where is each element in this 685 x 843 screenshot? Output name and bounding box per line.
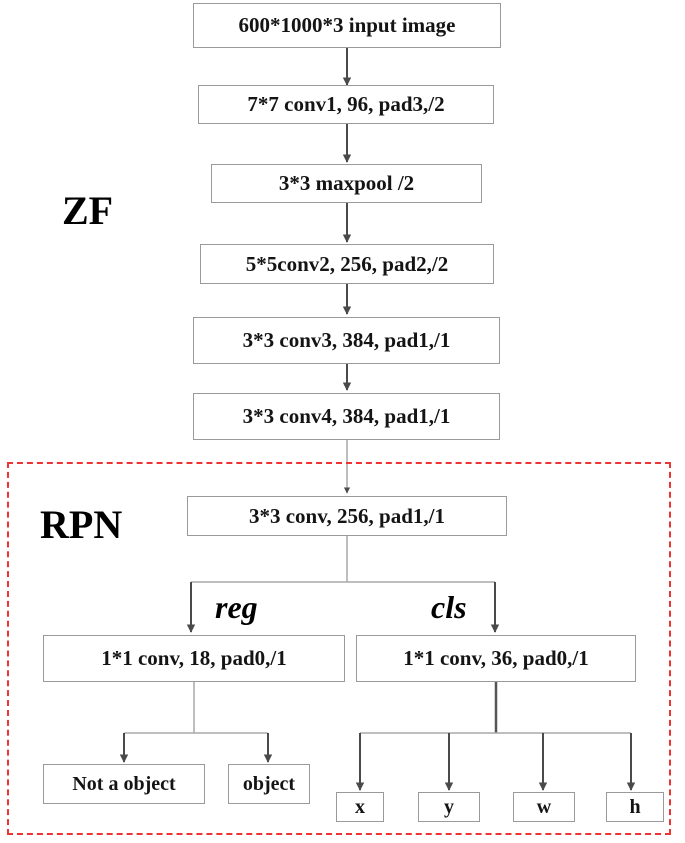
rpn-conv-box: 3*3 conv, 256, pad1,/1 (187, 496, 507, 536)
maxpool-box: 3*3 maxpool /2 (211, 164, 482, 203)
x-output-box: x (336, 792, 384, 822)
conv1-box: 7*7 conv1, 96, pad3,/2 (198, 85, 494, 124)
not-object-box: Not a object (43, 764, 205, 804)
input-image-box: 600*1000*3 input image (193, 3, 501, 48)
h-output-box: h (606, 792, 664, 822)
reg-conv-box: 1*1 conv, 18, pad0,/1 (43, 635, 345, 682)
zf-label: ZF (62, 188, 114, 233)
reg-label: reg (215, 589, 258, 625)
cls-conv-box: 1*1 conv, 36, pad0,/1 (356, 635, 636, 682)
rpn-dashed-region (7, 462, 671, 835)
conv4-box: 3*3 conv4, 384, pad1,/1 (193, 393, 500, 440)
conv3-box: 3*3 conv3, 384, pad1,/1 (193, 317, 500, 364)
conv2-box: 5*5conv2, 256, pad2,/2 (200, 244, 494, 284)
w-output-box: w (513, 792, 575, 822)
rpn-label: RPN (40, 502, 123, 547)
cls-label: cls (431, 589, 467, 625)
y-output-box: y (418, 792, 480, 822)
object-box: object (228, 764, 310, 804)
